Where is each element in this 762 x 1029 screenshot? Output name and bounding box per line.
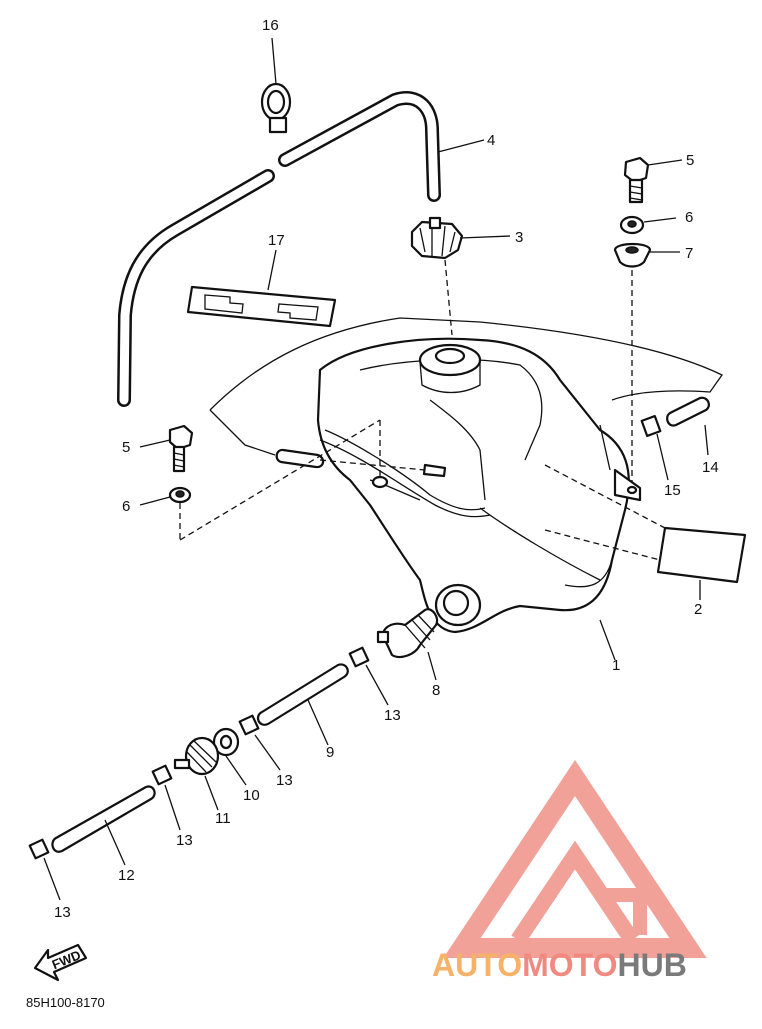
callout-4: 4 bbox=[487, 132, 495, 149]
mount-hose bbox=[275, 448, 447, 478]
diagram-code: 85H100-8170 bbox=[26, 995, 105, 1010]
leader-lines bbox=[43, 37, 709, 901]
breather-hose bbox=[117, 91, 441, 407]
callout-labels: 1 2 3 4 5 5 6 6 7 8 9 10 11 12 13 13 13 … bbox=[54, 17, 719, 921]
fuel-cock bbox=[173, 736, 220, 776]
watermark-text: AUTOMOTOHUB bbox=[432, 947, 687, 983]
grommet bbox=[613, 242, 652, 268]
tank-cap bbox=[410, 216, 464, 260]
fuel-strainer bbox=[376, 608, 439, 659]
watermark-hub: HUB bbox=[617, 947, 686, 983]
hose-clip-15 bbox=[640, 414, 662, 438]
callout-13-c: 13 bbox=[176, 832, 193, 849]
fuel-hose-12 bbox=[51, 785, 156, 853]
forward-arrow: FWD bbox=[33, 943, 88, 982]
callout-3: 3 bbox=[515, 229, 523, 246]
bolt-right bbox=[623, 156, 650, 204]
callout-17: 17 bbox=[268, 232, 285, 249]
callout-5-left: 5 bbox=[122, 439, 130, 456]
callout-16: 16 bbox=[262, 17, 279, 34]
collar-left bbox=[168, 486, 192, 504]
callout-13-b: 13 bbox=[276, 772, 293, 789]
callout-8: 8 bbox=[432, 682, 440, 699]
watermark-auto: AUTO bbox=[432, 947, 522, 983]
warning-label bbox=[656, 526, 747, 584]
callout-2: 2 bbox=[694, 601, 702, 618]
callout-15: 15 bbox=[664, 482, 681, 499]
callout-6-left: 6 bbox=[122, 498, 130, 515]
hose-clip-13d bbox=[28, 838, 50, 860]
bolt-left bbox=[168, 424, 194, 473]
callout-5-right: 5 bbox=[686, 152, 694, 169]
fuel-hose-9 bbox=[256, 663, 349, 726]
callout-13-d: 13 bbox=[54, 904, 71, 921]
callout-10: 10 bbox=[243, 787, 260, 804]
forward-label: FWD bbox=[50, 947, 83, 972]
hose-clip-16 bbox=[260, 82, 292, 134]
callout-6-right: 6 bbox=[685, 209, 693, 226]
watermark-logo bbox=[443, 759, 707, 958]
hose-clip-13c bbox=[151, 764, 173, 786]
callout-12: 12 bbox=[118, 867, 135, 884]
collar-right bbox=[619, 215, 645, 235]
damper-plate bbox=[186, 285, 337, 328]
hose-clip-13b bbox=[238, 714, 260, 736]
callout-1: 1 bbox=[612, 657, 620, 674]
callout-11: 11 bbox=[215, 810, 231, 827]
watermark-moto: MOTO bbox=[522, 947, 617, 983]
callout-9: 9 bbox=[326, 744, 334, 761]
fuel-tank bbox=[316, 337, 642, 634]
callout-14: 14 bbox=[702, 459, 719, 476]
hose-clip-13a bbox=[348, 646, 370, 668]
shroud-outline bbox=[209, 317, 723, 456]
callout-7: 7 bbox=[685, 245, 693, 262]
callout-13-a: 13 bbox=[384, 707, 401, 724]
washer bbox=[212, 727, 240, 757]
short-hose bbox=[666, 396, 710, 427]
